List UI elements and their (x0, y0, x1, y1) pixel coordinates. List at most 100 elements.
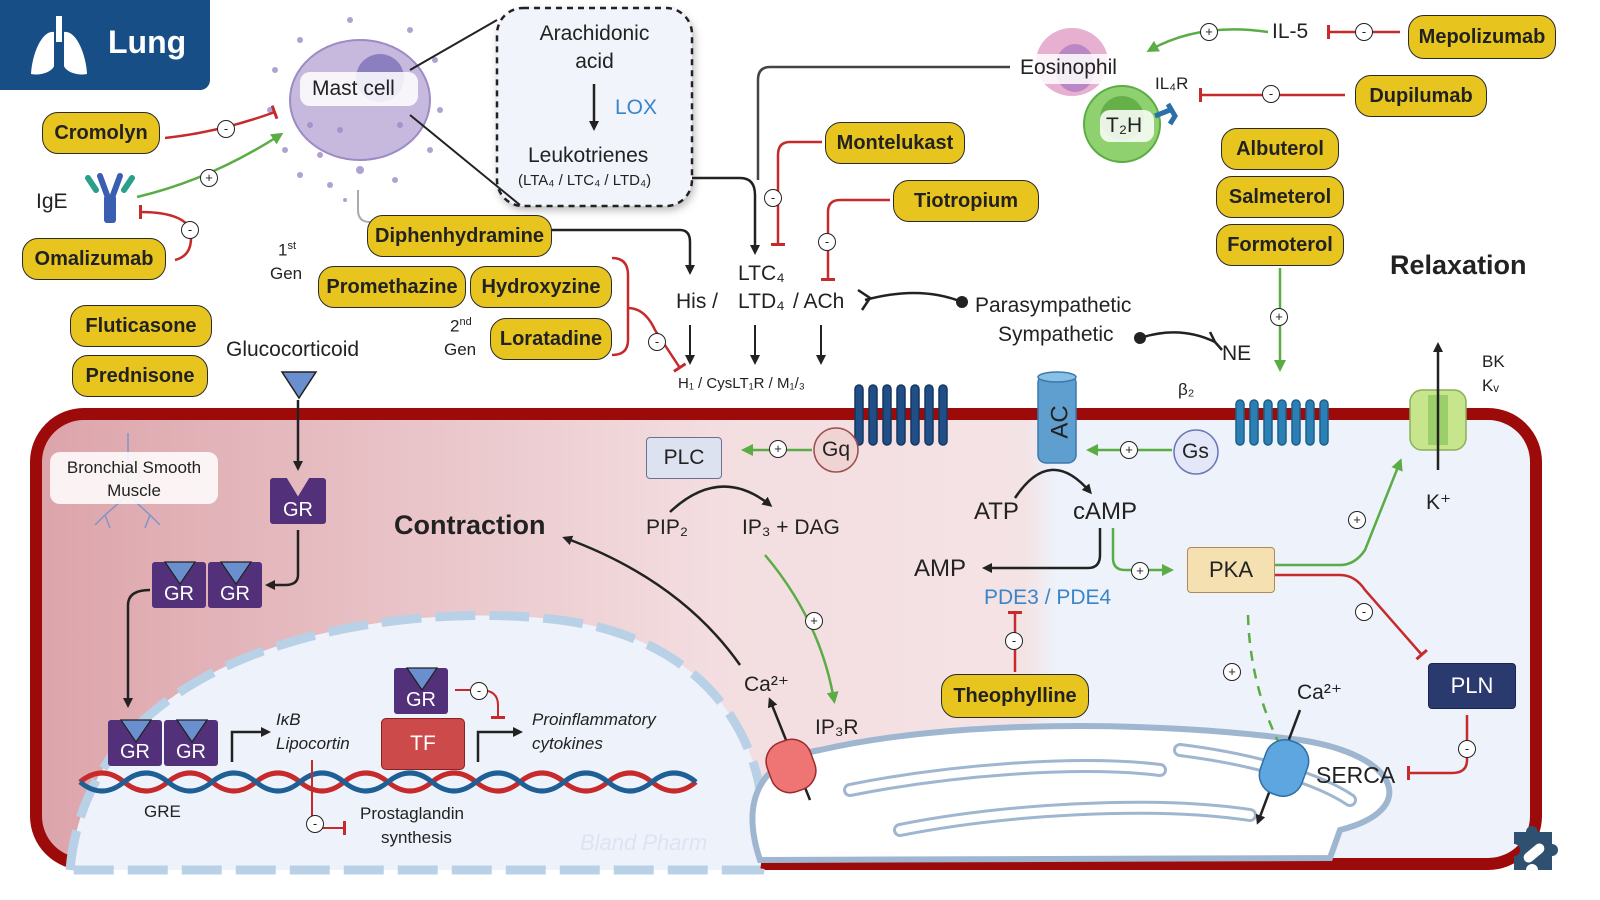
gq-protein (813, 427, 859, 473)
gs-protein (1173, 429, 1219, 475)
serca-pump (1258, 739, 1310, 797)
watermark: Bland Pharm (580, 830, 708, 855)
activation-badge: + (1223, 663, 1241, 681)
t2h-label: T₂H (1106, 114, 1143, 137)
t2h-label-box (1100, 110, 1154, 142)
drug-diphenhydramine[interactable]: Diphenhydramine (367, 215, 552, 257)
gre-label: GRE (144, 802, 181, 821)
receptors-label: H₁ / CysLT₁R / M₁/₃ (678, 375, 805, 392)
calcium-left-label: Ca²⁺ (744, 673, 789, 696)
drug-loratadine[interactable]: Loratadine (490, 318, 612, 360)
eosinophil-label: Eosinophil (1020, 56, 1117, 79)
drug-prednisone[interactable]: Prednisone (72, 355, 208, 397)
inhibition-badge: - (648, 333, 666, 351)
inhibition-badge: - (306, 815, 324, 833)
gr-label: GR (164, 583, 194, 605)
header-title: Lung (108, 24, 187, 60)
bk-label: BK (1482, 352, 1505, 371)
inhibition-badge: - (1262, 85, 1280, 103)
drug-omalizumab[interactable]: Omalizumab (22, 238, 166, 280)
transcription-factor: TF (381, 718, 465, 770)
inhibition-badge: - (764, 189, 782, 207)
gr-label: GR (406, 689, 436, 711)
gr-label: GR (283, 499, 313, 521)
camp-label: cAMP (1073, 498, 1138, 525)
bronchial-label-box (50, 452, 218, 504)
drug-cromolyn[interactable]: Cromolyn (42, 112, 160, 154)
ip3r-label: IP₃R (815, 716, 859, 739)
pip2-label: PIP₂ (646, 516, 688, 539)
drug-montelukast[interactable]: Montelukast (825, 122, 965, 164)
inhibition-badge: - (1005, 632, 1023, 650)
kv-label: Kᵥ (1482, 376, 1499, 395)
second-gen-number: 2nd (450, 316, 472, 337)
first-gen-number: 1st (278, 240, 296, 261)
adenylyl-cyclase (1037, 371, 1077, 464)
mast-cell-label: Mast cell (312, 77, 395, 100)
leukotrienes-subtypes-label: (LTA₄ / LTC₄ / LTD₄) (518, 172, 652, 189)
puzzle-pill-icon (1514, 826, 1558, 870)
second-gen-num: 2 (450, 316, 460, 336)
drug-promethazine[interactable]: Promethazine (318, 266, 466, 308)
inhibition-badge: - (1355, 23, 1373, 41)
gr-label: GR (176, 741, 206, 763)
beta2-receptor (1235, 399, 1329, 446)
gr-label: GR (120, 741, 150, 763)
beta2-label: β₂ (1178, 380, 1195, 399)
plc-label: PLC (663, 446, 705, 469)
sympathetic-label: Sympathetic (998, 323, 1114, 346)
pka-label: PKA (1208, 557, 1254, 582)
pln-box: PLN (1428, 663, 1516, 709)
activation-badge: + (805, 612, 823, 630)
lipocortin-label: Lipocortin (276, 734, 350, 753)
gr-receptor-cytoplasm: GR (270, 478, 326, 524)
calcium-right-label: Ca²⁺ (1297, 681, 1342, 704)
gr-nuclear-left: GR (108, 720, 162, 766)
drug-formoterol[interactable]: Formoterol (1216, 224, 1344, 266)
acetylcholine-label: / ACh (793, 290, 845, 313)
synthesis-label: synthesis (381, 828, 452, 847)
drug-tiotropium[interactable]: Tiotropium (893, 180, 1039, 222)
first-gen-sup: st (287, 240, 297, 252)
activation-badge: + (1131, 562, 1149, 580)
inhibition-badge: - (470, 682, 488, 700)
ip3-dag-label: IP₃ + DAG (742, 516, 840, 539)
il5-label: IL-5 (1272, 20, 1309, 43)
gr-dimer-left: GR (152, 562, 206, 608)
ige-antibody (85, 173, 135, 223)
inhibition-badge: - (818, 233, 836, 251)
ac-label: AC (1046, 405, 1074, 439)
drug-albuterol[interactable]: Albuterol (1221, 128, 1339, 170)
first-gen-label: Gen (270, 264, 303, 283)
mast-cell-graphic (267, 17, 443, 202)
atp-label: ATP (974, 498, 1019, 525)
leukotrienes-label: Leukotrienes (528, 144, 649, 167)
inhibition-badge: - (181, 221, 199, 239)
gr-dimer-right: GR (208, 562, 262, 608)
pde-label: PDE3 / PDE4 (984, 586, 1112, 609)
ltc4-label: LTC₄ (738, 262, 785, 285)
activation-badge: + (1200, 23, 1218, 41)
pln-label: PLN (1450, 673, 1494, 698)
mast-cell-label-box (300, 72, 418, 106)
ikb-label: IκB (276, 710, 301, 729)
bronchial-smooth-muscle-label: Bronchial Smooth Muscle (66, 458, 202, 500)
activation-badge: + (1120, 441, 1138, 459)
inhibition-badge: - (217, 120, 235, 138)
drug-salmeterol[interactable]: Salmeterol (1216, 176, 1344, 218)
relaxation-label: Relaxation (1390, 250, 1527, 280)
drug-fluticasone[interactable]: Fluticasone (70, 305, 212, 347)
lox-label: LOX (615, 96, 658, 119)
drug-hydroxyzine[interactable]: Hydroxyzine (470, 266, 612, 308)
drug-dupilumab[interactable]: Dupilumab (1355, 75, 1487, 117)
activation-badge: + (1270, 308, 1288, 326)
serca-label: SERCA (1316, 762, 1396, 788)
gr-nuclear-right: GR (164, 720, 218, 766)
histamine-label: His / (676, 290, 718, 313)
drug-mepolizumab[interactable]: Mepolizumab (1408, 15, 1556, 59)
plc-box: PLC (646, 437, 722, 479)
dna-helix (78, 770, 698, 794)
contraction-label: Contraction (394, 510, 546, 540)
drug-theophylline[interactable]: Theophylline (941, 674, 1089, 718)
potassium-label: K⁺ (1426, 491, 1452, 514)
